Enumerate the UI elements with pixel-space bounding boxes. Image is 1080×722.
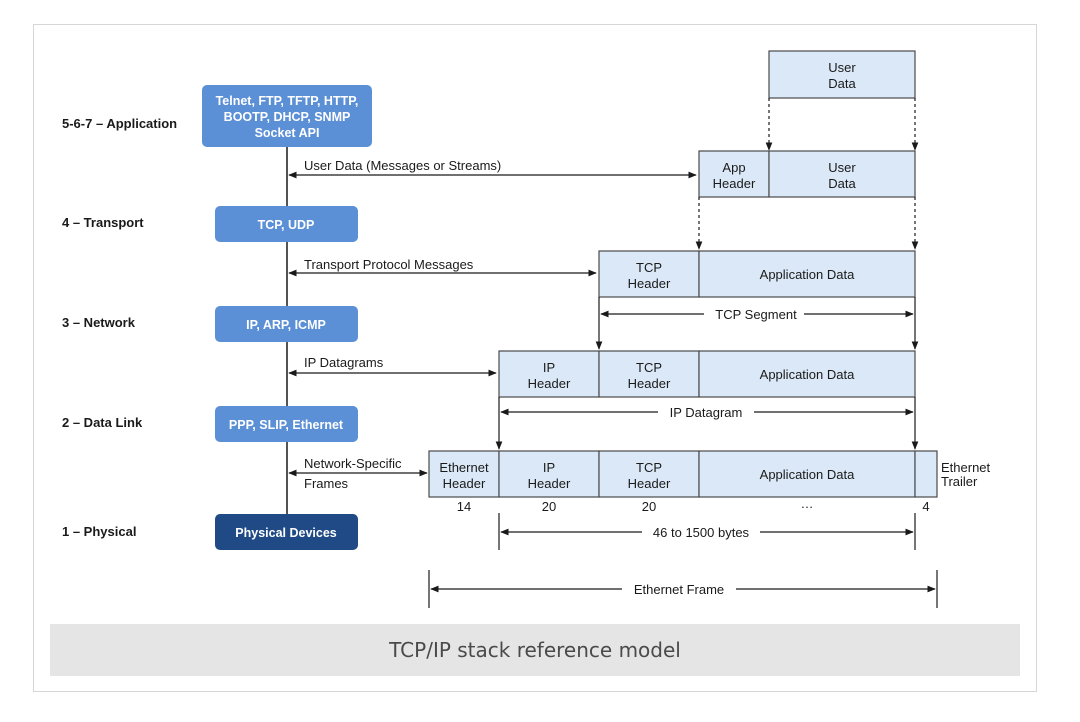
span-label-ip-datagram: IP Datagram (670, 405, 743, 420)
svg-text:IP: IP (543, 360, 555, 375)
svg-text:Data: Data (828, 76, 856, 91)
byte-label-trailer: 4 (922, 499, 929, 514)
svg-text:Data: Data (828, 176, 856, 191)
svg-text:Header: Header (628, 476, 671, 491)
svg-text:App: App (722, 160, 745, 175)
cell-tcp-header-row3: TCP Header (598, 350, 700, 398)
cell-ip-header-row4: IP Header (498, 450, 600, 498)
svg-text:Header: Header (528, 376, 571, 391)
svg-text:User: User (828, 160, 856, 175)
svg-text:Application Data: Application Data (760, 267, 855, 282)
cell-ethernet-trailer (914, 450, 938, 498)
protocol-box-network: IP, ARP, ICMP (215, 306, 358, 342)
svg-text:BOOTP, DHCP, SNMP: BOOTP, DHCP, SNMP (224, 110, 351, 124)
cell-user-data: User Data (768, 150, 916, 198)
svg-text:IP: IP (543, 460, 555, 475)
layer-label-physical: 1 – Physical (62, 524, 136, 539)
svg-text:Application Data: Application Data (760, 367, 855, 382)
svg-text:Header: Header (528, 476, 571, 491)
span-label-ethernet-frame: Ethernet Frame (634, 582, 724, 597)
svg-text:Physical Devices: Physical Devices (235, 526, 337, 540)
protocol-box-transport: TCP, UDP (215, 206, 358, 242)
cell-user-data-top: User Data (768, 50, 916, 99)
byte-label-app-data: … (801, 496, 814, 511)
svg-text:TCP: TCP (636, 460, 662, 475)
svg-text:User: User (828, 60, 856, 75)
layer-label-application: 5-6-7 – Application (62, 116, 177, 131)
svg-text:IP, ARP, ICMP: IP, ARP, ICMP (246, 318, 326, 332)
message-label-frames-line1: Network-Specific (304, 456, 402, 471)
protocol-box-datalink: PPP, SLIP, Ethernet (215, 406, 358, 442)
svg-text:Header: Header (713, 176, 756, 191)
span-label-payload: 46 to 1500 bytes (653, 525, 750, 540)
layer-label-network: 3 – Network (62, 315, 136, 330)
svg-text:Header: Header (628, 276, 671, 291)
svg-text:Socket API: Socket API (255, 126, 320, 140)
svg-text:TCP, UDP: TCP, UDP (258, 218, 315, 232)
message-label-ip: IP Datagrams (304, 355, 384, 370)
byte-label-ip-header: 20 (542, 499, 556, 514)
layer-label-transport: 4 – Transport (62, 215, 144, 230)
cell-tcp-header-row2: TCP Header (598, 250, 700, 298)
cell-application-data-row2: Application Data (698, 250, 916, 298)
svg-text:PPP, SLIP, Ethernet: PPP, SLIP, Ethernet (229, 418, 344, 432)
svg-text:Application Data: Application Data (760, 467, 855, 482)
byte-label-tcp-header: 20 (642, 499, 656, 514)
byte-label-eth-header: 14 (457, 499, 471, 514)
svg-text:Telnet, FTP, TFTP, HTTP,: Telnet, FTP, TFTP, HTTP, (216, 94, 359, 108)
svg-text:TCP: TCP (636, 260, 662, 275)
protocol-box-application: Telnet, FTP, TFTP, HTTP, BOOTP, DHCP, SN… (202, 85, 372, 147)
cell-ip-header-row3: IP Header (498, 350, 600, 398)
cell-ethernet-header: Ethernet Header (428, 450, 500, 498)
svg-text:Ethernet: Ethernet (439, 460, 489, 475)
cell-application-data-row4: Application Data (698, 450, 916, 498)
cell-app-header: App Header (698, 150, 770, 198)
cell-application-data-row3: Application Data (698, 350, 916, 398)
figure-caption: TCP/IP stack reference model (50, 624, 1020, 676)
label-ethernet-trailer-line1: Ethernet (941, 460, 991, 475)
label-ethernet-trailer-line2: Trailer (941, 474, 978, 489)
svg-text:Header: Header (443, 476, 486, 491)
cell-tcp-header-row4: TCP Header (598, 450, 700, 498)
protocol-box-physical: Physical Devices (215, 514, 358, 550)
message-label-user-data: User Data (Messages or Streams) (304, 158, 501, 173)
svg-text:TCP: TCP (636, 360, 662, 375)
svg-text:Header: Header (628, 376, 671, 391)
message-label-frames-line2: Frames (304, 476, 349, 491)
message-label-transport: Transport Protocol Messages (304, 257, 474, 272)
span-label-tcp-segment: TCP Segment (715, 307, 797, 322)
layer-label-datalink: 2 – Data Link (62, 415, 143, 430)
